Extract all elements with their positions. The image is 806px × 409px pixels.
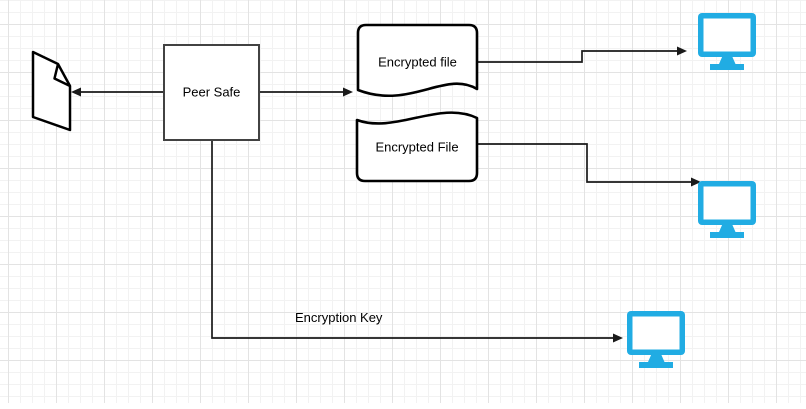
encrypted-file-bottom-node[interactable]: Encrypted File — [355, 111, 479, 183]
computer-icon[interactable] — [698, 13, 756, 70]
peer-safe-label: Peer Safe — [183, 85, 241, 100]
arrowhead-right — [691, 177, 701, 187]
document-shape-flipped[interactable] — [355, 111, 479, 183]
connector-lines — [77, 50, 694, 339]
computer-icon[interactable] — [698, 181, 756, 238]
encryption-key-label: Encryption Key — [295, 310, 383, 325]
arrowhead-right — [677, 46, 687, 56]
encrypted-file-top-node[interactable]: Encrypted file — [356, 23, 479, 98]
computers — [627, 13, 756, 368]
encrypted-file-bottom-label: Encrypted File — [375, 140, 458, 155]
arrowhead-right — [343, 87, 353, 97]
arrowheads — [71, 46, 701, 343]
computer-icon[interactable] — [627, 311, 685, 368]
encrypted-file-top-label: Encrypted file — [378, 55, 457, 70]
edge-encryptedfile1-to-computer1[interactable] — [477, 50, 680, 63]
canvas-bottom-edge — [0, 403, 806, 409]
peer-safe-node[interactable]: Peer Safe — [163, 44, 260, 141]
arrowhead-right — [613, 333, 623, 343]
edge-peersafe-to-computer3[interactable] — [211, 140, 616, 339]
peer-safe-box[interactable] — [163, 44, 260, 141]
edge-encryptedfile2-to-computer2[interactable] — [477, 143, 694, 183]
arrowhead-left — [71, 87, 81, 97]
document-icon[interactable] — [31, 50, 72, 132]
document-shape[interactable] — [356, 23, 479, 98]
